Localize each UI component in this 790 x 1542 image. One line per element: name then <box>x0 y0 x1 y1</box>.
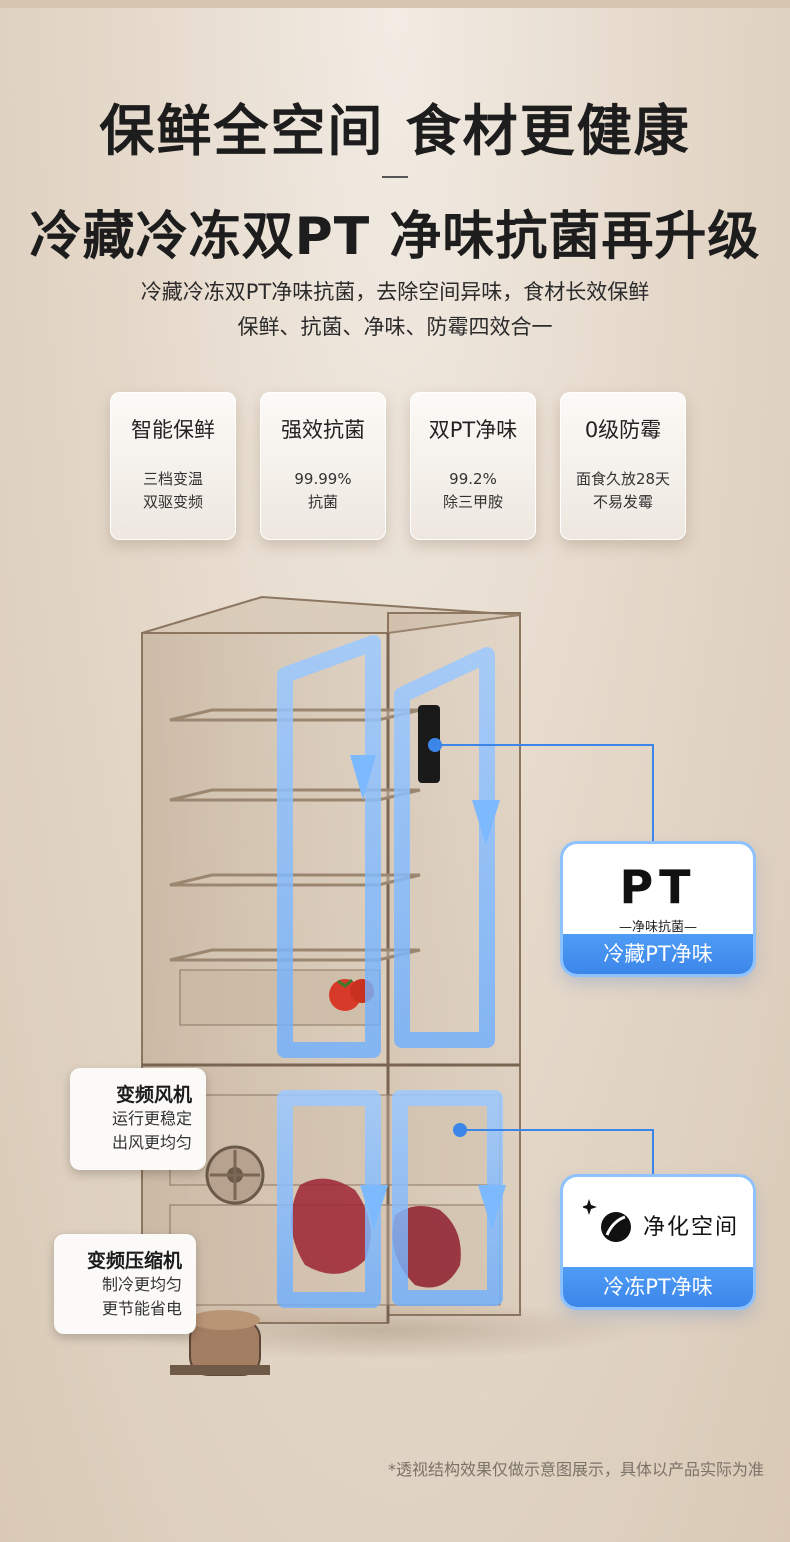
feature-card-title: 智能保鲜 <box>131 418 215 442</box>
pt-logo-subtitle: —净味抗菌— <box>618 920 697 935</box>
airflow-arrow <box>350 755 376 800</box>
feature-card-line: 除三甲胺 <box>442 493 503 511</box>
page-subtitle: 冷藏冷冻双PT 净味抗菌再升级 <box>29 207 761 267</box>
feature-card-line: 三档变温 <box>142 470 203 488</box>
disclaimer-footnote: *透视结构效果仅做示意图展示，具体以产品实际为准 <box>387 1460 764 1479</box>
feature-card-title: 强效抗菌 <box>281 418 365 442</box>
fridge-shelves <box>169 708 421 962</box>
meat-icon <box>291 1178 461 1288</box>
description-line-1: 冷藏冷冻双PT净味抗菌，去除空间异味，食材长效保鲜 <box>140 280 650 304</box>
airflow-fridge-left <box>277 635 381 1058</box>
airflow-arrow <box>478 1185 506 1230</box>
feature-card-line: 不易发霉 <box>592 493 653 511</box>
pt-freezer-label: 冷冻PT净味 <box>563 1267 753 1307</box>
feature-card-line: 双驱变频 <box>142 493 203 511</box>
feature-card-deodorize: 双PT净味 99.2% 除三甲胺 <box>410 392 536 540</box>
fan-callout-line: 出风更均匀 <box>111 1133 192 1152</box>
feature-card-title: 双PT净味 <box>428 418 518 442</box>
leaf-sparkle-icon <box>583 1199 631 1242</box>
feature-card-detail: 99.99% 抗菌 <box>260 468 386 514</box>
compressor-callout-line: 更节能省电 <box>101 1299 182 1318</box>
feature-card-line: 面食久放28天 <box>575 470 671 488</box>
fan-callout-title: 变频风机 <box>115 1084 192 1106</box>
callout-connector-fridge <box>428 738 654 843</box>
feature-card-anti-mold: 0级防霉 面食久放28天 不易发霉 <box>560 392 686 540</box>
airflow-freezer-left <box>277 1090 381 1308</box>
airflow-arrow <box>472 800 500 845</box>
feature-card-detail: 面食久放28天 不易发霉 <box>560 468 686 514</box>
pt-fridge-label: 冷藏PT净味 <box>563 934 753 974</box>
feature-card-title: 0级防霉 <box>584 418 662 442</box>
feature-card-antibacterial: 强效抗菌 99.99% 抗菌 <box>260 392 386 540</box>
feature-card-line: 99.99% <box>294 470 352 488</box>
feature-card-line: 99.2% <box>449 470 497 488</box>
feature-card-line: 抗菌 <box>307 493 338 511</box>
feature-card-smart-fresh: 智能保鲜 三档变温 双驱变频 <box>110 392 236 540</box>
compressor-callout-title: 变频压缩机 <box>86 1250 182 1272</box>
pt-logo: PT <box>619 860 697 914</box>
compressor-callout: 变频压缩机 制冷更均匀 更节能省电 <box>54 1234 196 1334</box>
feature-cards: 智能保鲜 三档变温 双驱变频 强效抗菌 99.99% 抗菌 双PT净味 99.2… <box>110 392 686 542</box>
fan-callout-line: 运行更稳定 <box>111 1109 192 1128</box>
fan-callout: 变频风机 运行更稳定 出风更均匀 <box>70 1068 206 1170</box>
callout-connector-freezer <box>453 1123 654 1175</box>
feature-card-detail: 三档变温 双驱变频 <box>110 468 236 514</box>
pt-fridge-card: PT —净味抗菌— 冷藏PT净味 <box>563 844 753 974</box>
fan-icon <box>205 1145 265 1205</box>
fridge-illustration <box>130 595 654 1376</box>
description-line-2: 保鲜、抗菌、净味、防霉四效合一 <box>237 315 553 339</box>
feature-card-detail: 99.2% 除三甲胺 <box>410 468 536 514</box>
page-title: 保鲜全空间 食材更健康 <box>99 99 691 163</box>
airflow-fridge-right <box>394 647 495 1048</box>
top-bar <box>0 0 790 8</box>
airflow-freezer-right <box>392 1090 503 1306</box>
clean-space-label: 净化空间 <box>643 1215 740 1240</box>
airflow-arrow <box>360 1185 388 1230</box>
title-divider <box>382 176 408 178</box>
compressor-callout-line: 制冷更均匀 <box>101 1275 182 1294</box>
compressor-icon <box>170 1310 270 1376</box>
pt-freezer-card: 净化空间 冷冻PT净味 <box>563 1177 753 1307</box>
